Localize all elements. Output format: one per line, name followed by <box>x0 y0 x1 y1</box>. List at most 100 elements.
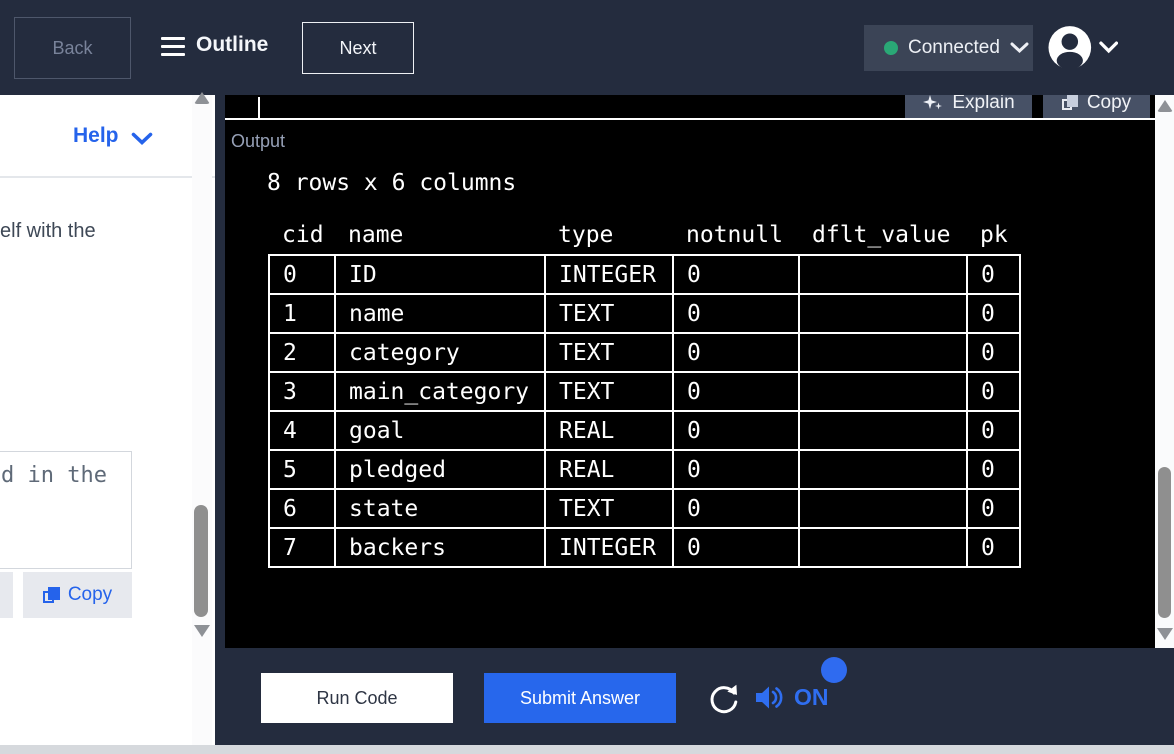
table-row: 3main_categoryTEXT00 <box>269 372 1020 411</box>
table-cell: 0 <box>673 528 799 567</box>
table-cell <box>799 294 967 333</box>
help-bar: Help <box>0 95 215 178</box>
table-cell: 0 <box>673 333 799 372</box>
table-cell: 0 <box>967 528 1020 567</box>
table-cell: 0 <box>673 450 799 489</box>
output-scrollbar-thumb[interactable] <box>1158 467 1171 618</box>
hamburger-menu-icon[interactable] <box>161 37 185 57</box>
chevron-down-icon <box>1099 41 1118 54</box>
lesson-text-fragment: elf with the <box>0 220 96 243</box>
output-section-label: Output <box>231 131 285 152</box>
output-copy-button[interactable]: Copy <box>1043 95 1150 118</box>
lesson-sidebar: Help elf with the d in the Copy <box>0 95 215 745</box>
table-cell: 0 <box>967 450 1020 489</box>
notification-dot[interactable] <box>821 657 847 683</box>
snippet-copy-button[interactable]: Copy <box>23 572 132 618</box>
table-cell: 0 <box>673 411 799 450</box>
run-code-button[interactable]: Run Code <box>261 673 453 723</box>
table-row: 4goalREAL00 <box>269 411 1020 450</box>
table-row: 2categoryTEXT00 <box>269 333 1020 372</box>
explain-button[interactable]: Explain <box>905 95 1032 118</box>
back-button[interactable]: Back <box>14 17 131 79</box>
table-cell: 0 <box>269 255 335 294</box>
copy-label: Copy <box>1087 95 1131 114</box>
connection-status-dropdown[interactable]: Connected <box>864 25 1033 71</box>
clipped-button-fragment[interactable] <box>0 572 13 618</box>
speaker-icon <box>755 684 785 711</box>
sound-toggle[interactable]: ON <box>755 684 829 711</box>
column-header: pk <box>967 222 1020 255</box>
table-cell: 0 <box>967 372 1020 411</box>
table-cell: 0 <box>967 255 1020 294</box>
text-caret <box>258 97 260 118</box>
table-cell: REAL <box>545 450 673 489</box>
table-cell: 5 <box>269 450 335 489</box>
table-cell: main_category <box>335 372 545 411</box>
action-bar: Run Code Submit Answer ON <box>215 648 1174 745</box>
table-cell: 0 <box>673 255 799 294</box>
outline-menu[interactable]: Outline <box>196 33 268 57</box>
table-cell: 3 <box>269 372 335 411</box>
table-cell: state <box>335 489 545 528</box>
table-cell: pledged <box>335 450 545 489</box>
top-nav-bar: Back Outline Next Connected <box>0 0 1174 95</box>
copy-icon <box>43 587 60 604</box>
table-row: 0IDINTEGER00 <box>269 255 1020 294</box>
table-cell: TEXT <box>545 294 673 333</box>
copy-icon <box>1062 95 1078 111</box>
output-scroll-down-arrow[interactable] <box>1157 628 1173 640</box>
table-cell: INTEGER <box>545 255 673 294</box>
next-button[interactable]: Next <box>302 22 414 74</box>
table-cell <box>799 411 967 450</box>
bottom-edge-strip <box>0 745 1174 754</box>
table-cell: 0 <box>673 294 799 333</box>
table-cell: 0 <box>673 489 799 528</box>
table-cell: 0 <box>967 333 1020 372</box>
table-cell: REAL <box>545 411 673 450</box>
explain-label: Explain <box>952 95 1014 114</box>
table-row: 1nameTEXT00 <box>269 294 1020 333</box>
submit-answer-button[interactable]: Submit Answer <box>484 673 676 723</box>
column-header: dflt_value <box>799 222 967 255</box>
sidebar-scrollbar-thumb[interactable] <box>194 505 208 617</box>
table-cell <box>799 255 967 294</box>
status-dot-icon <box>884 41 898 55</box>
table-cell: 0 <box>967 489 1020 528</box>
code-output-panel: Explain Copy Output 8 rows x 6 columns c… <box>225 95 1155 648</box>
output-scroll-up-arrow[interactable] <box>1157 100 1173 112</box>
table-cell: 4 <box>269 411 335 450</box>
table-cell: 6 <box>269 489 335 528</box>
table-cell: TEXT <box>545 489 673 528</box>
table-cell: 7 <box>269 528 335 567</box>
sidebar-scroll-down-arrow[interactable] <box>194 625 210 637</box>
table-row: 7backersINTEGER00 <box>269 528 1020 567</box>
table-row: 6stateTEXT00 <box>269 489 1020 528</box>
table-cell: 2 <box>269 333 335 372</box>
table-cell <box>799 333 967 372</box>
column-header: type <box>545 222 673 255</box>
table-cell: goal <box>335 411 545 450</box>
sidebar-scroll-up-arrow[interactable] <box>194 92 210 104</box>
column-header: cid <box>269 222 335 255</box>
user-account-menu[interactable] <box>1048 25 1118 70</box>
table-cell: 0 <box>967 294 1020 333</box>
code-snippet-text: d in the <box>1 463 107 488</box>
help-dropdown[interactable]: Help <box>73 124 119 148</box>
table-cell <box>799 372 967 411</box>
copy-label: Copy <box>68 584 112 606</box>
table-cell <box>799 450 967 489</box>
table-cell: TEXT <box>545 333 673 372</box>
reset-refresh-icon[interactable] <box>707 681 741 715</box>
sidebar-scrollbar-track[interactable] <box>192 95 212 745</box>
status-label: Connected <box>908 37 1000 59</box>
chevron-down-icon[interactable] <box>131 132 153 146</box>
table-cell: TEXT <box>545 372 673 411</box>
table-cell: 0 <box>673 372 799 411</box>
table-cell: 1 <box>269 294 335 333</box>
sound-on-label: ON <box>794 684 829 711</box>
table-cell <box>799 489 967 528</box>
table-row: 5pledgedREAL00 <box>269 450 1020 489</box>
table-header-row: cidnametypenotnulldflt_valuepk <box>269 222 1020 255</box>
table-cell: ID <box>335 255 545 294</box>
column-header: notnull <box>673 222 799 255</box>
